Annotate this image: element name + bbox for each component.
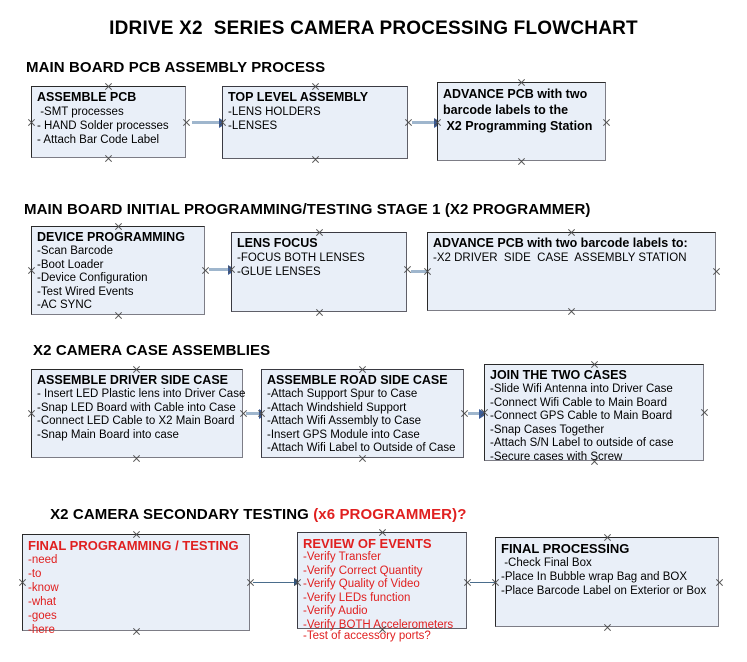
box-line: -Boot Loader [37,258,104,271]
box-line: -Verify Correct Quantity [303,564,423,577]
box-line: -Secure cases with Screw [490,450,623,463]
box-line: -Snap Cases Together [490,423,605,436]
box-line: - Attach Bar Code Label [37,134,160,146]
section-heading-4-suffix: (x6 PROGRAMMER)? [313,506,467,523]
box-line: -Device Configuration [37,272,148,284]
connector-arrow [412,121,438,124]
section-heading-4: X2 CAMERA SECONDARY TESTING (x6 PROGRAMM… [33,489,466,540]
box-line: -Connect GPS Cable to Main Board [490,410,673,422]
box-line: -Snap Main Board into case [37,428,179,441]
box-line: -LENS HOLDERS [228,106,321,118]
box-title: FINAL PROGRAMMING / TESTING [28,538,239,553]
box-line: -what [28,596,57,608]
box-line: -Scan Barcode [37,245,114,257]
box-line: -Connect LED Cable to X2 Main Board [37,415,235,427]
box-title: FINAL PROCESSING [501,541,630,556]
flow-box-advance-pcb-driver-side[interactable]: ADVANCE PCB with two barcode labels to: … [427,232,716,311]
section-heading-4-main: X2 CAMERA SECONDARY TESTING [50,506,314,523]
box-title: TOP LEVEL ASSEMBLY [228,90,369,104]
box-line: -Verify Quality of Video [303,578,420,590]
box-line: -Snap LED Board with Cable into Case [37,401,236,414]
flow-box-advance-pcb-station[interactable]: ADVANCE PCB with two barcode labels to t… [437,82,606,161]
box-line: -SMT processes [37,106,124,118]
box-line: -LENSES [228,120,278,132]
box-line: -Connect Wifi Cable to Main Board [490,396,668,409]
box-line: -Attach Windshield Support [267,401,407,414]
connector-arrow [253,582,297,583]
box-line: -FOCUS BOTH LENSES [237,252,365,264]
box-line: -GLUE LENSES [237,266,321,278]
flow-box-top-level-assembly[interactable]: TOP LEVEL ASSEMBLY -LENS HOLDERS -LENSES [222,86,408,159]
box-line: -AC SYNC [37,299,92,311]
box-line-overflow: -Test of accessory ports? [303,630,431,642]
box-title: ASSEMBLE DRIVER SIDE CASE [37,373,229,387]
connector-arrow [470,582,508,583]
box-line: -Place In Bubble wrap Bag and BOX [501,571,688,583]
box-title: ADVANCE PCB with two barcode labels to: [433,236,688,250]
section-heading-3: X2 CAMERA CASE ASSEMBLIES [33,342,271,359]
box-line: barcode labels to the [443,103,569,117]
box-line: -Attach Support Spur to Case [267,388,418,400]
box-line: -Verify Transfer [303,551,381,563]
section-heading-1: MAIN BOARD PCB ASSEMBLY PROCESS [26,59,326,76]
box-line: -X2 DRIVER SIDE CASE ASSEMBLY STATION [433,252,687,264]
flow-box-assemble-pcb[interactable]: ASSEMBLE PCB -SMT processes - HAND Solde… [31,86,186,158]
box-line: - Insert LED Plastic lens into Driver Ca… [37,388,246,400]
box-line: -need [28,554,58,566]
connector-arrow [209,268,231,271]
box-line: X2 Programming Station [443,119,593,133]
box-line: -Verify LEDs function [303,591,411,604]
flow-box-final-processing[interactable]: FINAL PROCESSING -Check Final Box -Place… [495,537,719,627]
box-title: ASSEMBLE ROAD SIDE CASE [267,373,448,387]
connector-arrow [411,270,433,273]
box-line: -Place Barcode Label on Exterior or Box [501,585,707,597]
box-line: -Slide Wifi Antenna into Driver Case [490,383,673,395]
flow-box-join-the-two-cases[interactable]: JOIN THE TWO CASES -Slide Wifi Antenna i… [484,364,704,463]
flow-box-lens-focus[interactable]: LENS FOCUS -FOCUS BOTH LENSES -GLUE LENS… [231,232,407,312]
box-title: ADVANCE PCB with two [443,87,588,101]
box-line: - HAND Solder processes [37,120,169,132]
box-line: -Verify Audio [303,605,368,617]
box-line: -to [28,568,42,580]
box-line: -know [28,582,59,594]
box-line: -Check Final Box [501,557,592,569]
box-title: JOIN THE TWO CASES [490,368,627,382]
flow-box-assemble-driver-side-case[interactable]: ASSEMBLE DRIVER SIDE CASE - Insert LED P… [31,369,246,458]
section-heading-2: MAIN BOARD INITIAL PROGRAMMING/TESTING S… [24,201,591,218]
connector-arrow [246,412,262,415]
arrow-head-icon [479,409,487,419]
box-line: -Test Wired Events [37,285,134,298]
flow-box-final-programming-testing[interactable]: FINAL PROGRAMMING / TESTING -need -to -k… [22,534,250,636]
box-line: -goes [28,610,57,622]
box-title: LENS FOCUS [237,236,318,250]
flow-box-device-programming[interactable]: DEVICE PROGRAMMING -Scan Barcode -Boot L… [31,226,205,315]
box-title: ASSEMBLE PCB [37,90,137,104]
flow-box-assemble-road-side-case[interactable]: ASSEMBLE ROAD SIDE CASE -Attach Support … [261,369,464,458]
box-title: REVIEW OF EVENTS [303,536,432,551]
box-line: -Attach Wifi Label to Outside of Case [267,442,456,454]
connector-arrow [468,412,482,415]
box-line: -Attach Wifi Assembly to Case [267,415,422,427]
page-title: IDRIVE X2 SERIES CAMERA PROCESSING FLOWC… [109,18,638,39]
box-line: -Verify BOTH Accelerometers [303,618,454,631]
flow-box-review-of-events[interactable]: REVIEW OF EVENTS -Verify Transfer -Verif… [297,532,467,642]
connector-arrow [192,121,220,124]
box-line: -Attach S/N Label to outside of case [490,437,674,449]
box-title: DEVICE PROGRAMMING [37,230,185,244]
box-line: -Insert GPS Module into Case [267,428,420,441]
box-line: -here [28,624,55,636]
